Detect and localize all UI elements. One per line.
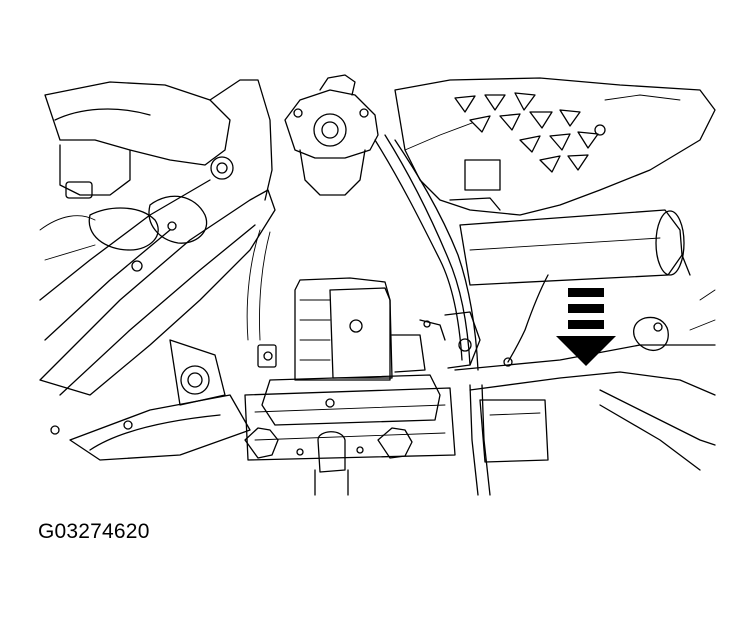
right-lower-chassis bbox=[454, 289, 716, 471]
figure-code: G03274620 bbox=[38, 520, 150, 543]
down-arrow-icon bbox=[556, 288, 616, 366]
right-control-box bbox=[444, 311, 549, 463]
coolant-hose bbox=[459, 209, 691, 286]
central-actuator-assembly bbox=[244, 277, 456, 496]
left-suspension-arm bbox=[39, 179, 276, 461]
wiring-harness bbox=[246, 134, 549, 496]
upper-strut-mount bbox=[284, 74, 379, 196]
upper-right-panel bbox=[394, 77, 716, 216]
upper-left-bracket bbox=[39, 79, 273, 261]
